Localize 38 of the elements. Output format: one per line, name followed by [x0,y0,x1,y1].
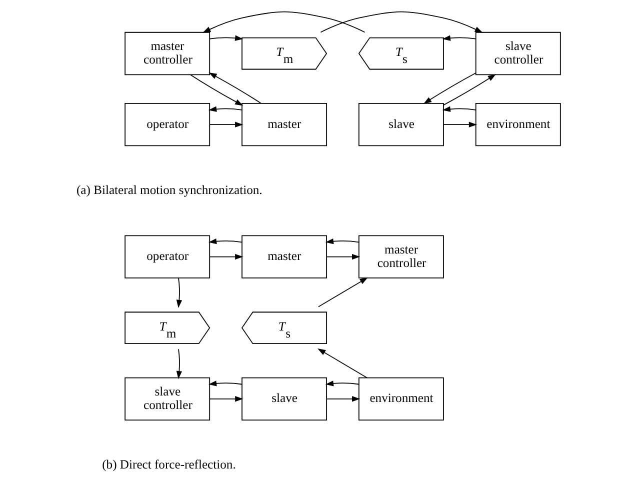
arrow [202,11,365,33]
arrow [326,254,360,260]
arrow [324,238,359,244]
arrow [208,380,242,386]
arrow [324,380,359,386]
node-box: slave [241,377,326,420]
node-box: slave controller [124,377,210,420]
node-box: master [241,235,326,278]
node-box: environment [358,377,444,420]
arrow [208,122,243,128]
label: (b) Direct force-reflection. [102,457,236,472]
arrow [208,254,243,260]
arrow [422,72,476,104]
arrow [208,35,243,41]
node-box: master controller [124,32,210,76]
arrow [208,106,242,112]
arrow [190,74,243,106]
arrow [208,238,242,244]
node-box: environment [474,103,560,146]
node-box: operator [124,103,210,146]
arrow [317,348,367,378]
arrow [208,396,243,402]
arrow [442,35,476,41]
arrow [326,396,360,402]
arrow [442,106,476,112]
arrow [176,348,182,380]
label: (a) Bilateral motion synchronization. [76,183,262,198]
node-box: master [241,103,326,146]
arrow [320,11,482,33]
arrow [442,74,496,106]
node-box: slave [358,103,444,146]
node-box: master controller [358,235,444,278]
node-box: slave controller [474,32,560,76]
arrow [176,278,182,308]
node-box: operator [124,235,210,278]
arrow [442,122,477,128]
arrow [208,72,261,104]
arrow [318,277,368,308]
